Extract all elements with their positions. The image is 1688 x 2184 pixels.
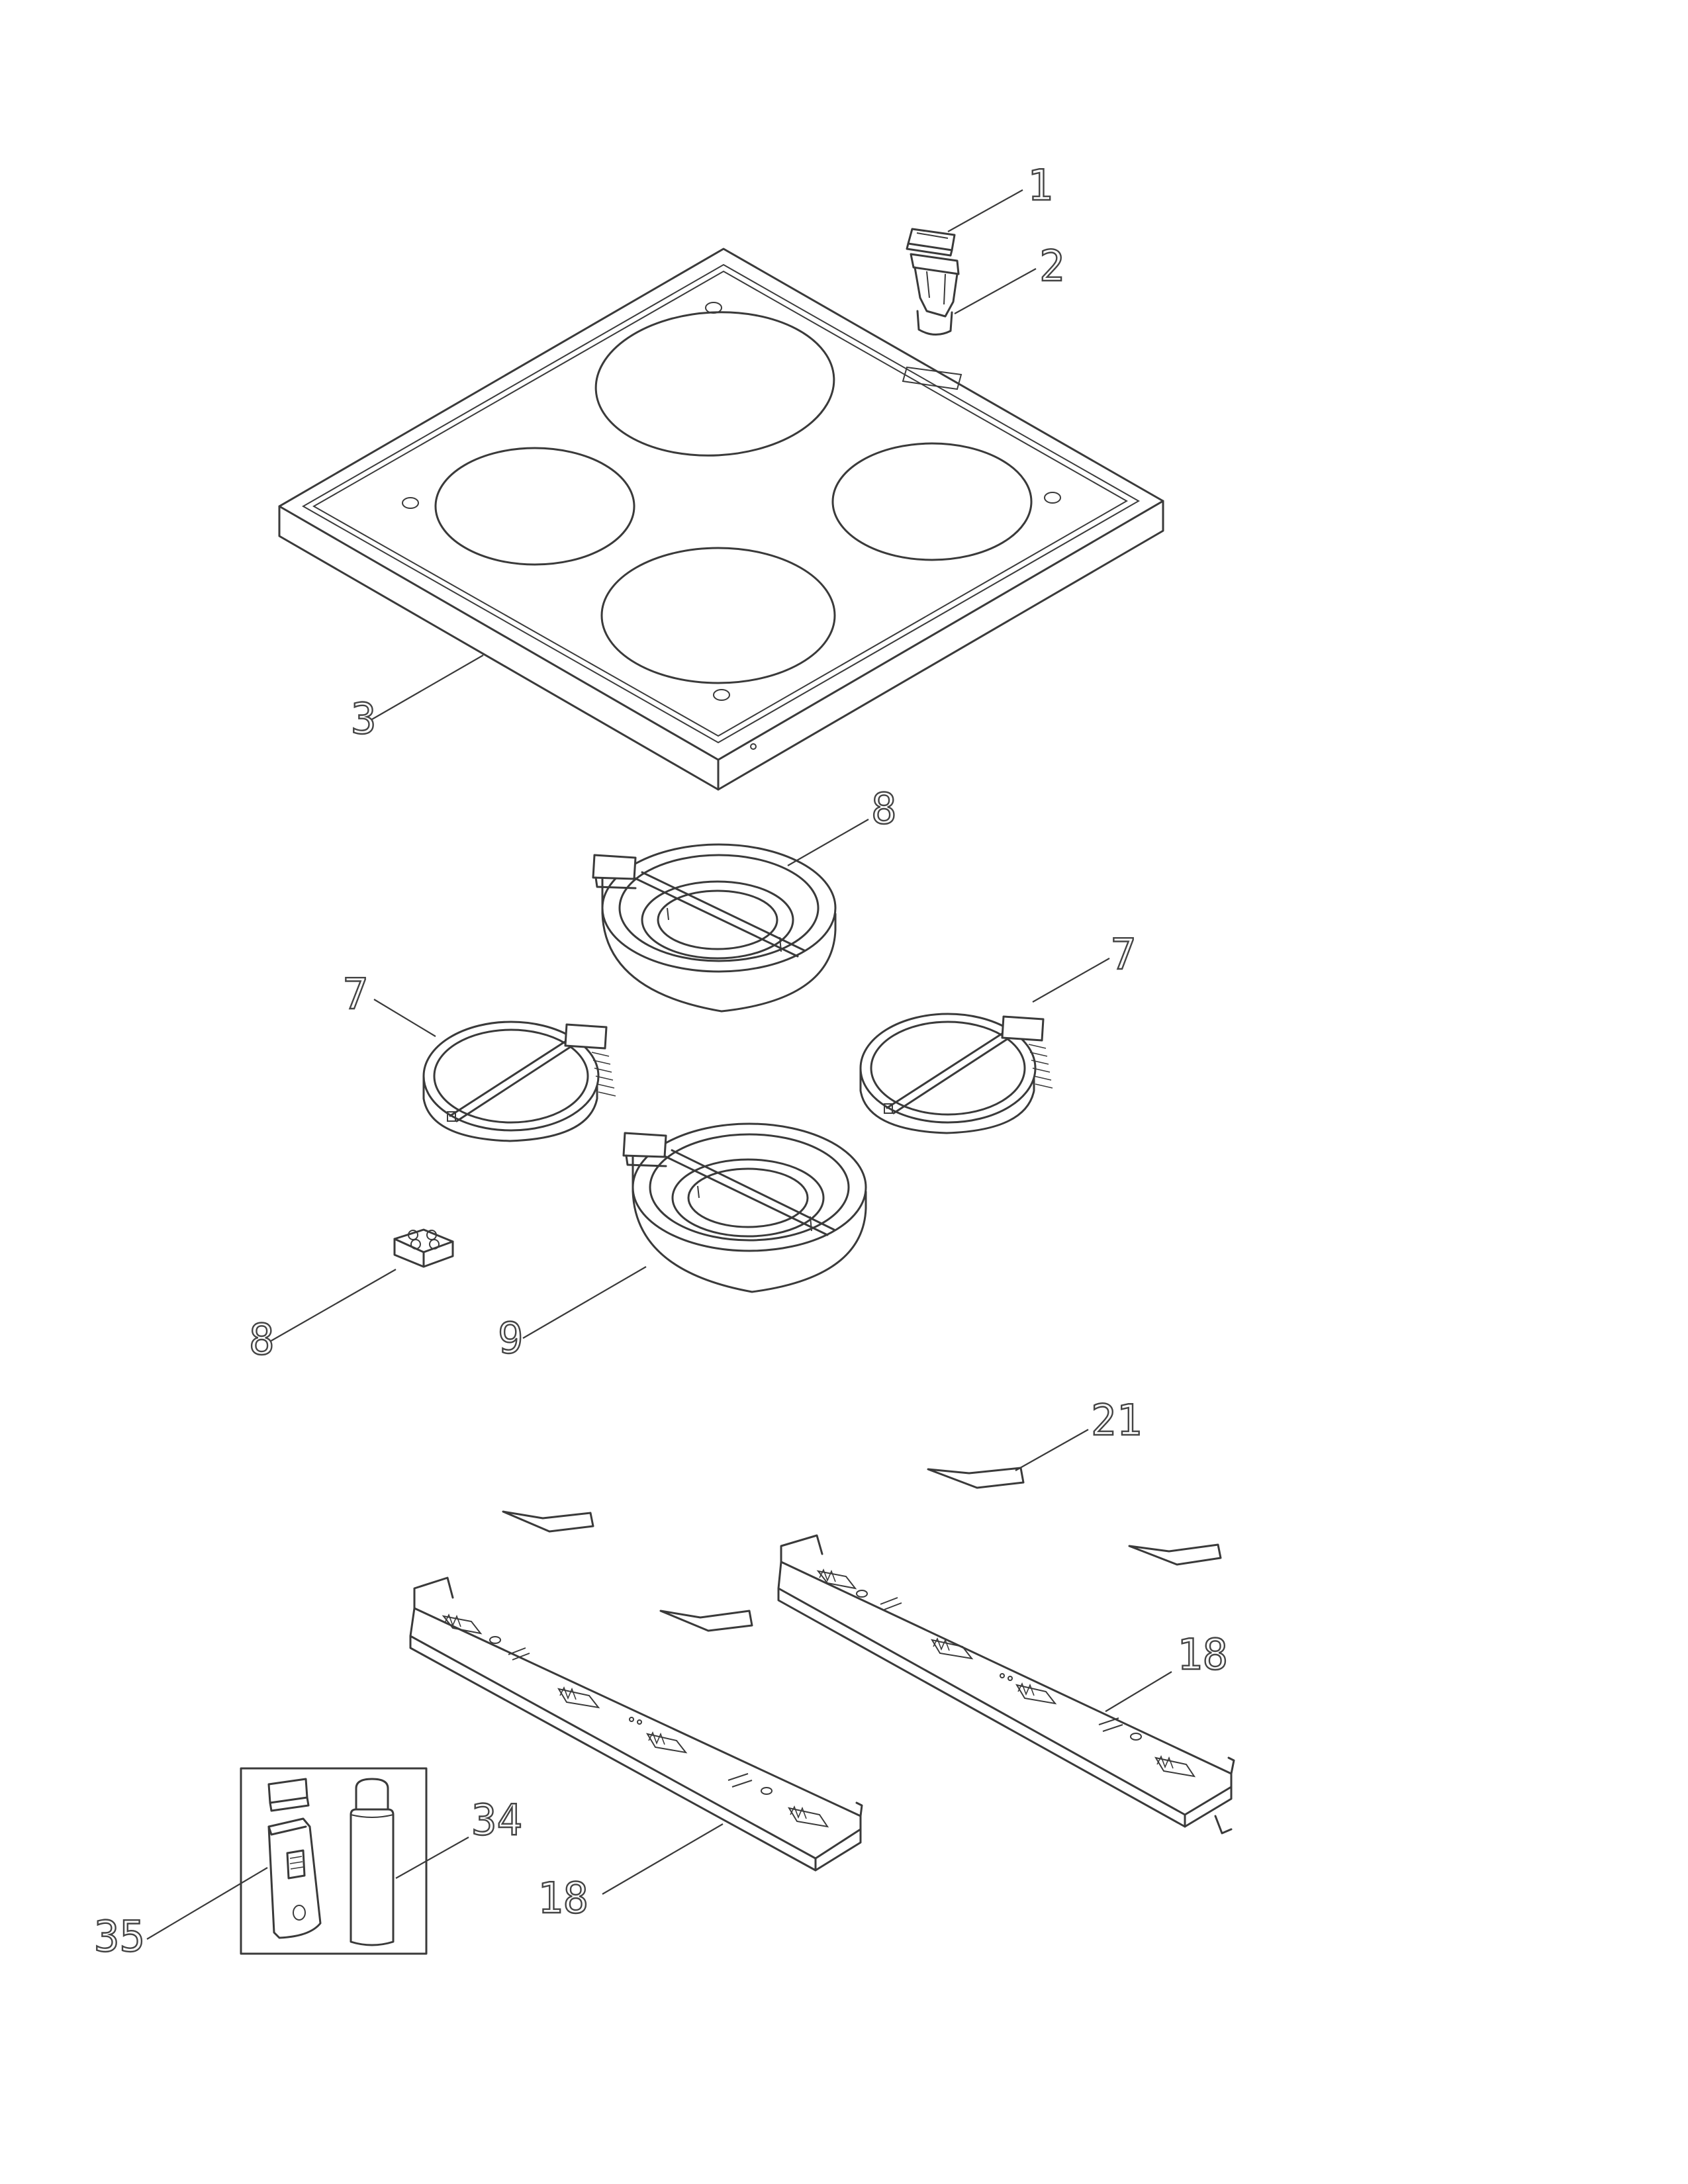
part-21-clip-3 [1128,1543,1222,1566]
part-21-clip-4 [659,1610,753,1632]
part-7-element-right [859,1013,1053,1134]
part-1-trim-strip [906,228,956,257]
callout-21: 21 [1091,1396,1142,1445]
leader-lines [146,189,1172,1940]
callout-18-right: 18 [1177,1631,1228,1680]
part-3-cooktop-glass [278,248,1164,791]
part-21-clip-2 [502,1510,594,1533]
part-34-cleaner-bottle [350,1778,395,1946]
part-21-clip-1 [927,1467,1025,1489]
callout-8-top: 8 [871,785,897,834]
callout-labels: 1 2 3 8 7 7 8 9 21 18 18 34 35 [93,161,1229,1962]
callout-7-right: 7 [1111,931,1137,979]
callout-34: 34 [471,1796,522,1845]
callout-2: 2 [1039,242,1065,291]
part-7-element-left [422,1021,616,1142]
part-8-dual-element-top [592,843,837,1013]
callout-18-left: 18 [538,1874,588,1923]
callout-8-bottom: 9 [498,1314,524,1363]
part-2-indicator-lens [910,253,960,336]
callout-7-left: 7 [343,970,369,1019]
part-18-bracket-right [777,1534,1235,1835]
callout-3: 3 [351,695,377,744]
callout-35: 35 [94,1913,145,1962]
callout-1: 1 [1027,161,1053,210]
part-18-bracket-left [409,1576,863,1872]
part-9-terminal-block [393,1228,454,1268]
callout-9: 8 [249,1316,275,1365]
part-35-scraper [267,1778,322,1939]
part-8-dual-element-bottom [622,1122,867,1293]
